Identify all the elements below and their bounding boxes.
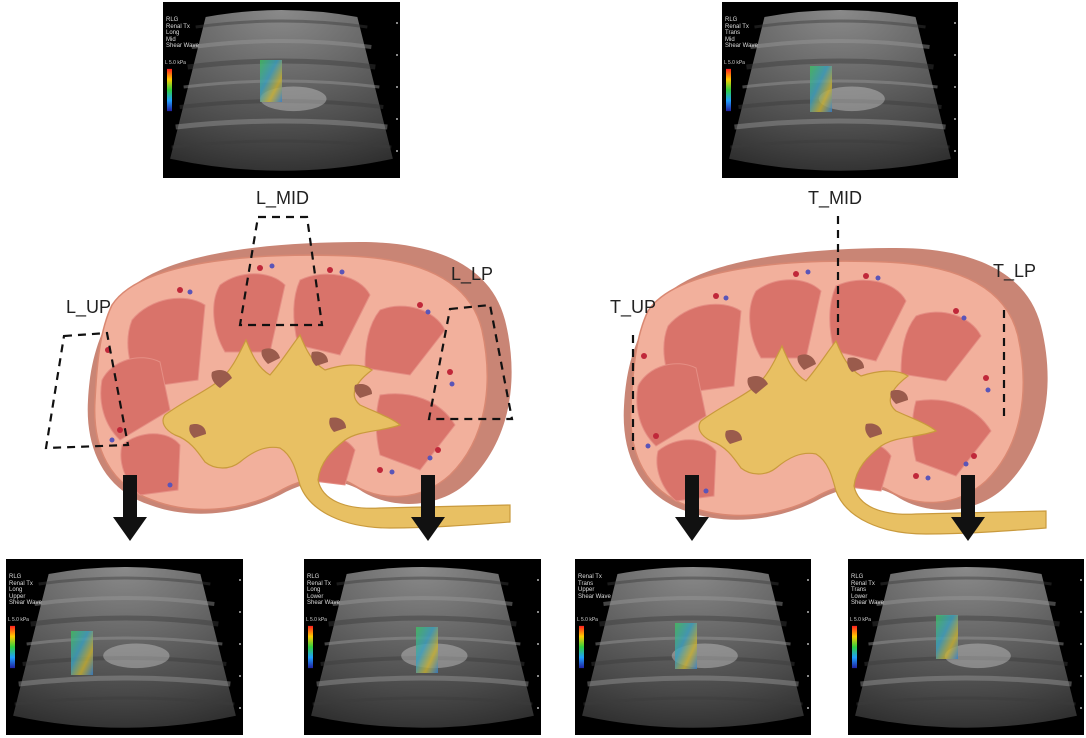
label-t-mid: T_MID xyxy=(808,188,862,209)
color-scale-bar xyxy=(10,626,15,668)
shear-wave-roi xyxy=(416,627,438,673)
scale-label: L 5.0 kPa xyxy=(850,617,871,623)
shear-wave-roi xyxy=(675,623,697,669)
scale-label: L 5.0 kPa xyxy=(724,60,745,66)
shear-wave-roi xyxy=(936,615,958,659)
color-scale-bar xyxy=(852,626,857,668)
label-l-mid: L_MID xyxy=(256,188,309,209)
shear-wave-roi xyxy=(71,631,93,675)
color-scale-bar xyxy=(308,626,313,668)
color-scale-bar xyxy=(167,69,172,111)
scale-label: L 5.0 kPa xyxy=(577,617,598,623)
scale-label: L 5.0 kPa xyxy=(165,60,186,66)
label-l-lp: L_LP xyxy=(451,264,493,285)
kidney-longitudinal xyxy=(88,242,512,528)
label-t-lp: T_LP xyxy=(993,261,1036,282)
color-scale-bar xyxy=(726,69,731,111)
color-scale-bar xyxy=(579,626,584,668)
scale-label: L 5.0 kPa xyxy=(306,617,327,623)
label-l-up: L_UP xyxy=(66,297,111,318)
label-t-up: T_UP xyxy=(610,297,656,318)
scale-label: L 5.0 kPa xyxy=(8,617,29,623)
shear-wave-roi xyxy=(810,66,832,112)
shear-wave-roi xyxy=(260,60,282,102)
